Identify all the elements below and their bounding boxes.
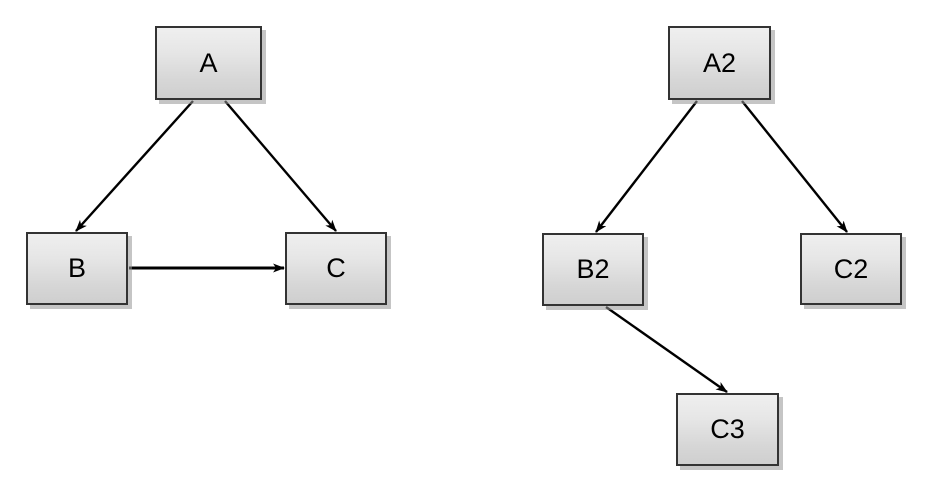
edge-b2-to-c3 [605, 306, 728, 393]
node-label-b2: B2 [576, 254, 610, 284]
node-b2[interactable]: B2 [542, 233, 644, 306]
edge-a-to-c [224, 100, 337, 232]
node-c3[interactable]: C3 [676, 393, 779, 466]
node-label-c2: C2 [833, 253, 869, 284]
node-label-a2: A2 [702, 47, 737, 78]
edge-a2-to-c2 [741, 100, 848, 233]
node-a[interactable]: A [155, 26, 262, 100]
edge-a-to-b [75, 100, 194, 232]
node-b[interactable]: B [26, 232, 128, 305]
edge-a2-to-b2 [595, 100, 698, 233]
node-label-a: A [199, 47, 218, 78]
node-c[interactable]: C [285, 232, 387, 305]
node-label-c: C [326, 253, 346, 283]
node-label-c3: C3 [710, 414, 745, 444]
node-a2[interactable]: A2 [668, 26, 771, 100]
node-label-b: B [67, 253, 86, 283]
node-c2[interactable]: C2 [800, 233, 902, 305]
edges-group [75, 100, 848, 393]
